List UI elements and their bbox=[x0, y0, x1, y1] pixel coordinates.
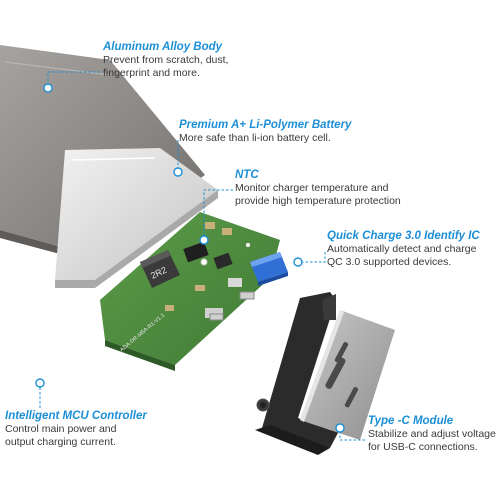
callout-type-c-module: Type -C Module Stabilize and adjust volt… bbox=[368, 414, 496, 453]
callout-description: Automatically detect and charge QC 3.0 s… bbox=[327, 243, 477, 268]
battery-cell bbox=[55, 148, 218, 288]
callout-aluminum-body: Aluminum Alloy Body Prevent from scratch… bbox=[103, 40, 228, 79]
pcb-board: 2R2 ADA-DR-M5A-R1-V1.1 bbox=[100, 212, 288, 371]
type-c-module bbox=[255, 292, 395, 455]
callout-title: Intelligent MCU Controller bbox=[5, 410, 147, 422]
callout-description: More safe than li-ion battery cell. bbox=[179, 132, 331, 144]
callout-dots bbox=[35, 83, 345, 433]
callout-title: Type -C Module bbox=[368, 415, 454, 427]
callout-battery: Premium A+ Li-Polymer Battery More safe … bbox=[179, 118, 351, 145]
callout-leaders bbox=[39, 71, 365, 441]
callout-description: Prevent from scratch, dust, fingerprint … bbox=[103, 54, 229, 79]
callout-title: Premium A+ Li-Polymer Battery bbox=[179, 119, 352, 131]
callout-description: Monitor charger temperature and provide … bbox=[235, 182, 401, 207]
usb-c-port-pcb bbox=[209, 313, 224, 321]
callout-description: Control main power and output charging c… bbox=[5, 423, 117, 448]
callout-description: Stabilize and adjust voltage for USB-C c… bbox=[368, 428, 496, 453]
callout-quick-charge: Quick Charge 3.0 Identify IC Automatical… bbox=[327, 229, 480, 268]
micro-usb-port bbox=[239, 291, 255, 300]
callout-title: Aluminum Alloy Body bbox=[103, 41, 223, 53]
callout-title: Quick Charge 3.0 Identify IC bbox=[327, 230, 480, 242]
callout-title: NTC bbox=[235, 169, 259, 181]
callout-ntc: NTC Monitor charger temperature and prov… bbox=[235, 168, 401, 207]
usb-a-port bbox=[250, 252, 288, 286]
inductor-component bbox=[140, 250, 180, 288]
callout-mcu-controller: Intelligent MCU Controller Control main … bbox=[5, 409, 147, 448]
